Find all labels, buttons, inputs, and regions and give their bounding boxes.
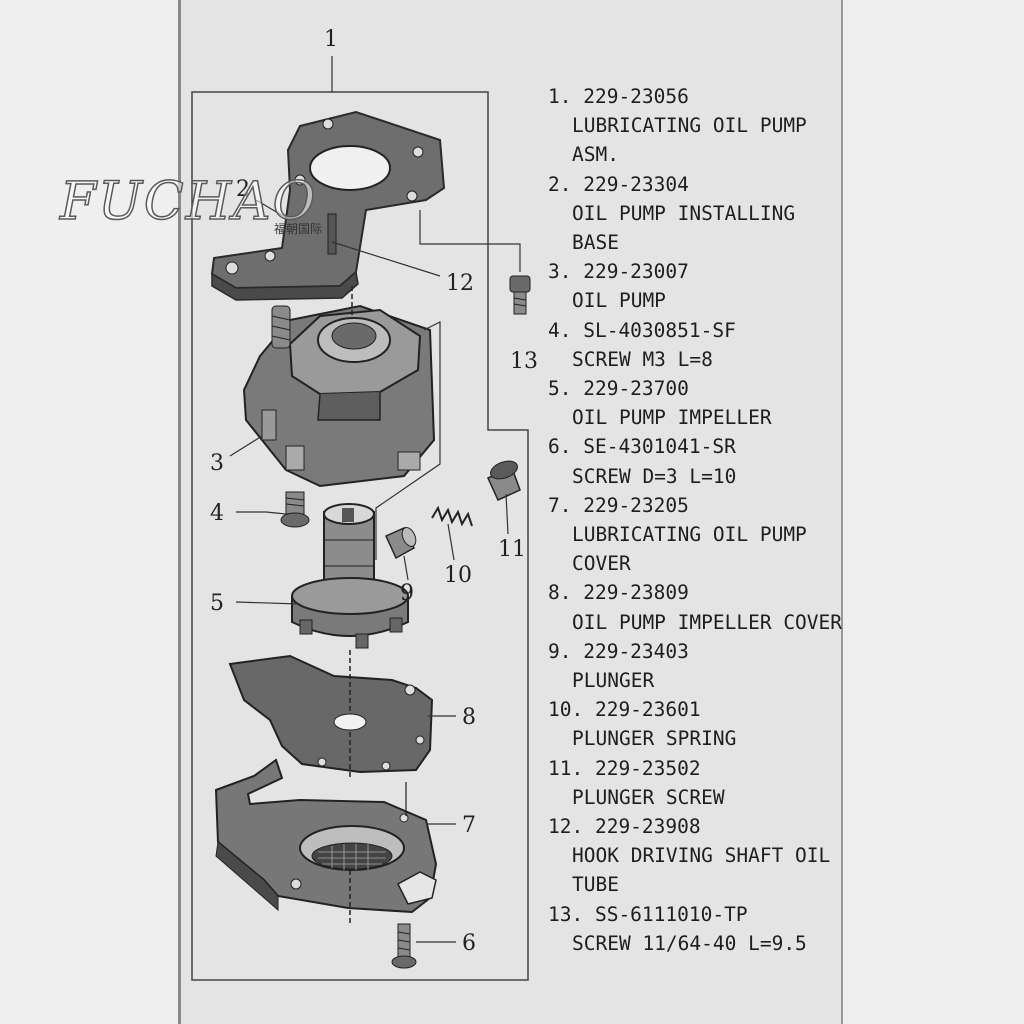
part-screw-6: [391, 923, 417, 969]
part-description: SCREW D=3 L=10: [572, 464, 737, 488]
part-screw-4: [280, 491, 310, 528]
part-plunger-screw: [486, 460, 521, 501]
assembly-frame: [191, 91, 529, 981]
part-code: 9. 229-23403: [548, 639, 689, 663]
callout-7: 7: [462, 813, 476, 838]
part-description: HOOK DRIVING SHAFT OIL: [572, 844, 831, 868]
part-installing-base: [210, 110, 446, 301]
part-code: 2. 229-23304: [548, 172, 689, 196]
part-description: ASM.: [572, 143, 619, 167]
part-description: COVER: [572, 552, 631, 576]
part-code: 3. 229-23007: [548, 260, 689, 284]
part-description: SCREW 11/64-40 L=9.5: [572, 931, 807, 955]
part-description: LUBRICATING OIL PUMP: [572, 114, 807, 138]
part-plunger: [385, 527, 417, 560]
part-impeller: [291, 503, 409, 649]
part-plunger-spring: [431, 505, 473, 527]
part-entry: 13. SS-6111010-TP SCREW 11/64-40 L=9.5: [548, 900, 848, 958]
part-description: PLUNGER SCREW: [572, 785, 725, 809]
callout-6: 6: [462, 931, 476, 956]
part-screw-13: [419, 210, 531, 315]
part-code: 11. 229-23502: [548, 756, 701, 780]
part-description: PLUNGER SPRING: [572, 727, 737, 751]
callout-4: 4: [210, 501, 224, 526]
part-description: OIL PUMP INSTALLING: [572, 201, 796, 225]
part-code: 7. 229-23205: [548, 493, 689, 517]
callout-8: 8: [462, 705, 476, 730]
part-description: OIL PUMP IMPELLER COVER: [572, 610, 843, 634]
part-code: 5. 229-23700: [548, 377, 689, 401]
part-code: 1. 229-23056: [548, 85, 689, 108]
part-entry: 6. SE-4301041-SR SCREW D=3 L=10: [548, 432, 848, 490]
part-code: 13. SS-6111010-TP: [548, 902, 748, 926]
part-description: PLUNGER: [572, 669, 655, 693]
part-description: SCREW M3 L=8: [572, 347, 713, 371]
part-code: 10. 229-23601: [548, 698, 701, 722]
watermark-brand: FUCHAO: [59, 171, 318, 233]
part-description: TUBE: [572, 873, 619, 897]
callout-9: 9: [400, 581, 414, 606]
part-description: BASE: [572, 231, 619, 255]
part-oil-pump: [242, 286, 436, 488]
part-code: 4. SL-4030851-SF: [548, 318, 736, 342]
callout-12: 12: [446, 271, 474, 296]
part-description: OIL PUMP: [572, 289, 666, 313]
leader-lines: [229, 56, 509, 943]
part-code: 8. 229-23809: [548, 581, 689, 605]
callout-13: 13: [510, 349, 538, 374]
callout-5: 5: [210, 591, 224, 616]
part-pump-cover: [214, 758, 438, 925]
callout-11: 11: [498, 537, 526, 562]
part-code: 12. 229-23908: [548, 815, 701, 839]
part-code: 6. SE-4301041-SR: [548, 435, 736, 459]
part-description: OIL PUMP IMPELLER: [572, 406, 772, 430]
part-entry: 4. SL-4030851-SF SCREW M3 L=8: [548, 316, 848, 374]
part-description: LUBRICATING OIL PUMP: [572, 523, 807, 547]
callout-10: 10: [444, 563, 472, 588]
watermark-subtitle: 福朝国际: [274, 222, 323, 236]
brand-watermark: FUCHAO 福朝国际: [59, 171, 350, 244]
callout-1: 1: [324, 27, 338, 52]
callout-3: 3: [210, 451, 224, 476]
callout-2: 2: [236, 177, 250, 202]
part-impeller-cover: [228, 650, 434, 780]
